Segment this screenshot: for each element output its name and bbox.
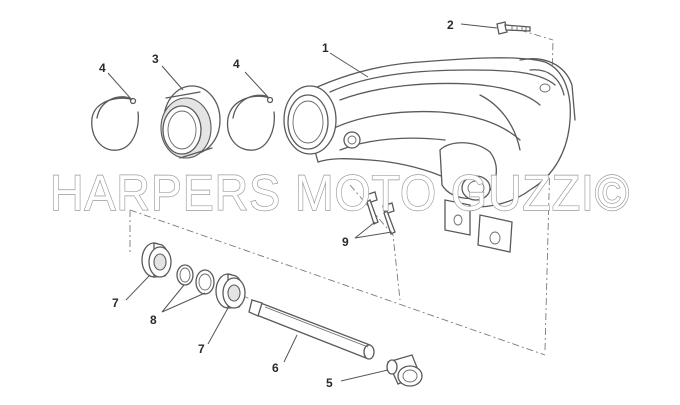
bearing-housing-ring: [160, 85, 221, 159]
callout-1: 1: [322, 41, 329, 55]
callout-4-left: 4: [99, 61, 106, 75]
callout-5: 5: [326, 376, 333, 390]
bolt: [496, 21, 531, 35]
callout-4-right: 4: [233, 57, 240, 71]
callout-7-right: 7: [198, 342, 205, 356]
callout-6: 6: [272, 361, 279, 375]
bearing-right: [215, 273, 246, 309]
callout-8: 8: [150, 313, 157, 327]
spacer-ring-large: [195, 269, 215, 295]
callout-labels: 1 2 3 4 4 5 6 7 7 8 9: [99, 18, 454, 390]
bushing: [386, 354, 423, 387]
watermark-text: HARPERS MOTO GUZZI©: [50, 165, 630, 221]
circlip-right: [226, 94, 275, 151]
circlip-left: [91, 96, 139, 151]
leader-lines: [107, 23, 498, 382]
screws: [365, 191, 396, 235]
spacer-ring-small: [176, 264, 194, 286]
callout-7-left: 7: [112, 296, 119, 310]
swingarm: [283, 57, 576, 253]
callout-9: 9: [342, 235, 349, 249]
shaft: [248, 299, 375, 360]
callout-2: 2: [447, 18, 454, 32]
bearing-left: [141, 242, 172, 278]
callout-3: 3: [152, 52, 159, 66]
